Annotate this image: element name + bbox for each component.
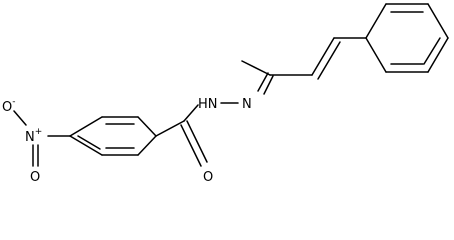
imine-double-bond-b [263,75,274,95]
oxygen-left-label: O [2,100,12,115]
nitro-nitrogen-label: N+ [25,127,42,145]
bond-imine-carbon-methyl [241,60,271,76]
imine-nitrogen-label: N [242,97,252,112]
phenyl-ring-bond-1 [365,3,387,39]
phenyl-inner-bond-3 [423,37,441,65]
chemical-structure-diagram: N+ O- O O HN N [2,3,449,185]
phenyl-ring-bond-6 [365,37,387,73]
nitro-left-oxygen-label: O- [2,97,15,115]
carbonyl-double-bond-a [180,124,202,167]
nitro-bottom-oxygen-label: O [30,170,40,185]
bond-ring-carbonyl [155,120,185,137]
atom-labels: N+ O- O O HN N [2,97,252,185]
phenyl-ring-bond-4 [427,37,449,73]
nitrophenyl-inner-bond-3 [77,135,101,150]
carbonyl-double-bond-b [186,120,208,163]
nitrophenyl-ring-bond-3 [137,116,157,137]
nitrophenyl-ring-bond-1 [69,116,103,137]
phenyl-ring-bond-3 [427,3,449,39]
alkene-double-bond-b [317,41,341,80]
carbonyl-oxygen-label: O [203,170,213,185]
alkene-double-bond-a [311,37,335,76]
imine-double-bond-a [257,72,269,92]
hydrazide-label: HN [198,97,218,112]
bond-nitrogen-oxygen-left [13,110,27,126]
nitrophenyl-ring-bond-4 [137,135,157,156]
bonds [13,3,449,167]
nitrogen-charge-label: + [35,127,43,137]
bond-carbonyl-hydrazide [183,104,199,122]
nitrophenyl-ring-bond-6 [69,135,103,156]
oxygen-left-charge-label: - [12,97,15,107]
